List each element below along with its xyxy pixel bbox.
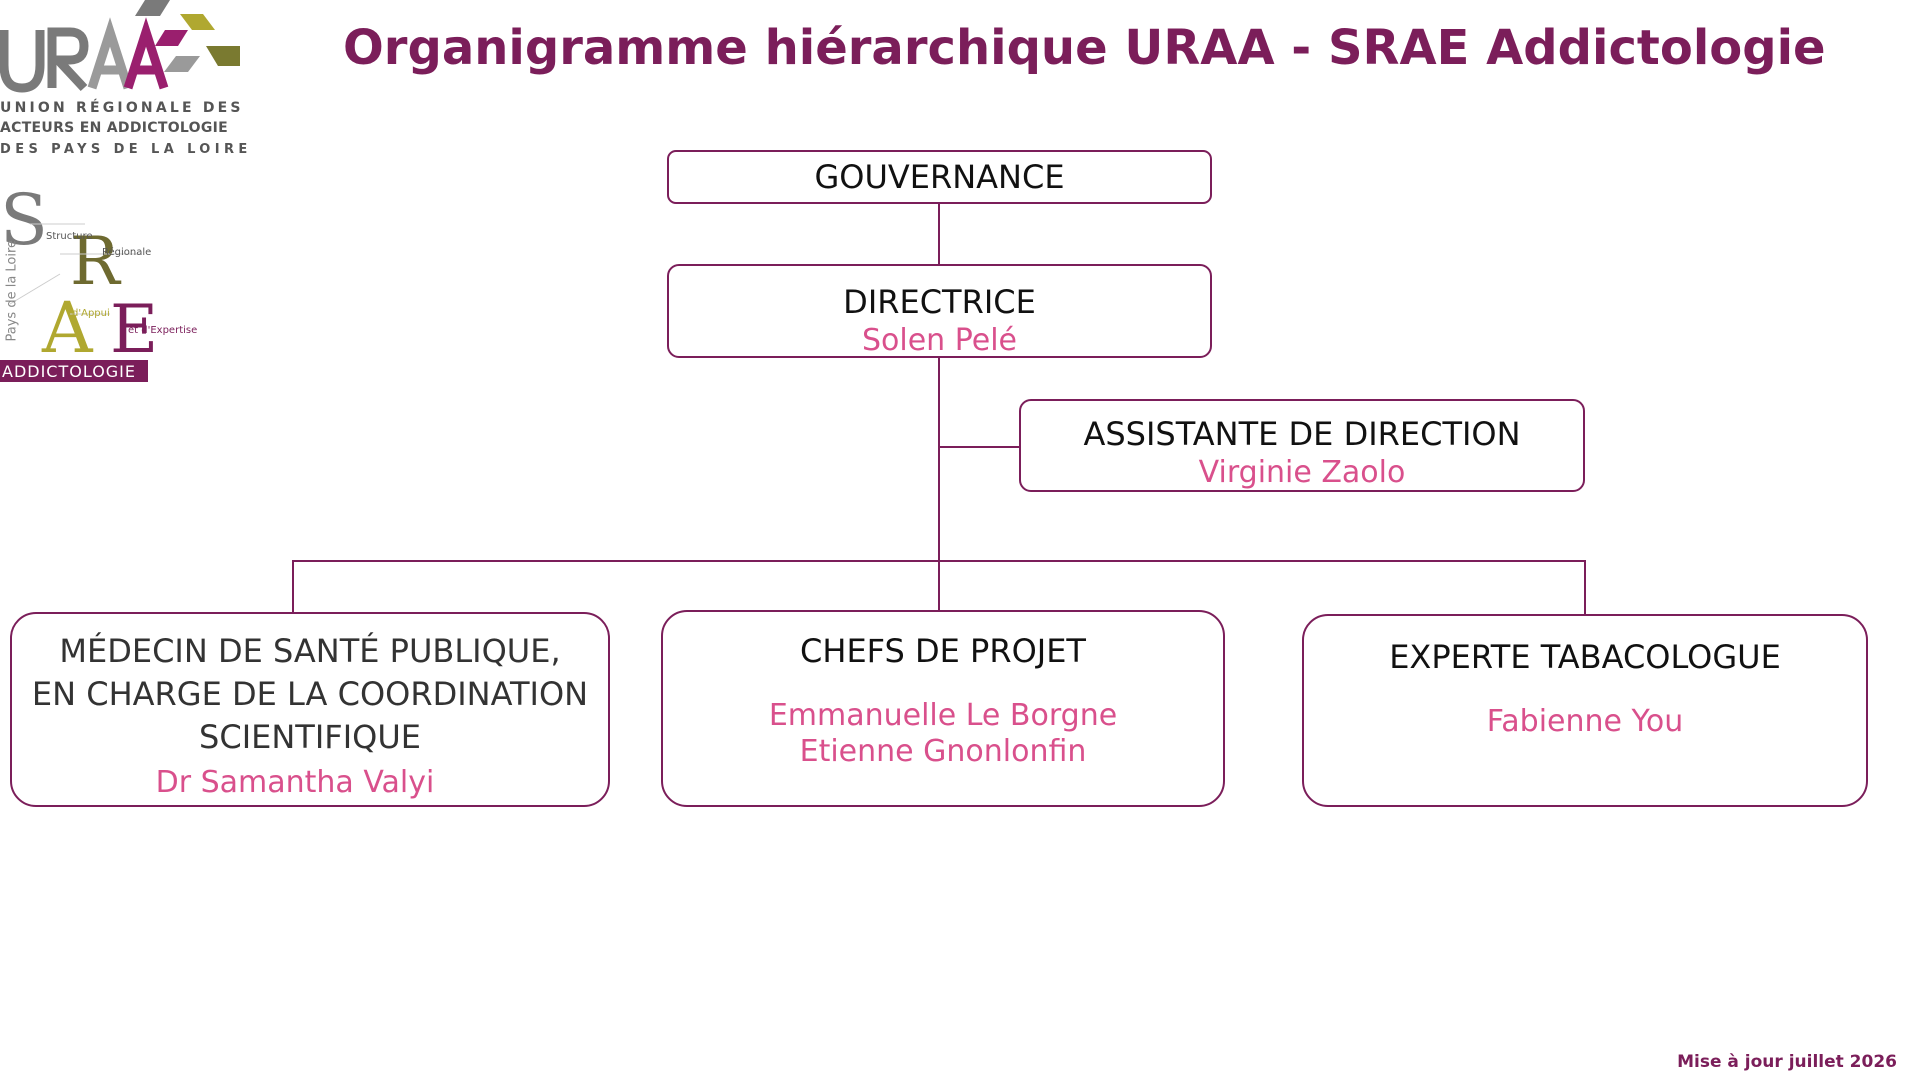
srae-logo-mark: S R A E (0, 179, 158, 382)
chefs-name-1: Emmanuelle Le Borgne (768, 698, 1118, 733)
srae-regionale-label: Régionale (102, 247, 152, 258)
directrice-role: DIRECTRICE (843, 283, 1036, 321)
svg-text:S: S (0, 184, 48, 261)
svg-text:R: R (70, 223, 122, 300)
uraa-line3: DES PAYS DE LA LOIRE (0, 142, 252, 157)
medecin-role-line1: MÉDECIN DE SANTÉ PUBLIQUE, (59, 632, 561, 670)
chefs-box: CHEFS DE PROJET Emmanuelle Le Borgne Eti… (661, 610, 1225, 807)
srae-logo: S R A E Structure Régionale d'Appui et d… (0, 179, 197, 382)
svg-text:E: E (110, 291, 158, 368)
assistant-connector (938, 446, 1020, 448)
directrice-name: Solen Pelé (861, 323, 1017, 358)
directrice-box: DIRECTRICE Solen Pelé (667, 264, 1212, 358)
medecin-connector (292, 560, 294, 612)
medecin-role-line3: SCIENTIFIQUE (199, 718, 421, 756)
uraa-line2: ACTEURS EN ADDICTOLOGIE (0, 120, 228, 136)
assistante-name: Virginie Zaolo (1198, 455, 1406, 490)
page-title: Organigramme hiérarchique URAA - SRAE Ad… (343, 20, 1826, 76)
assistante-role: ASSISTANTE DE DIRECTION (1083, 415, 1521, 453)
uraa-logo-mark (0, 0, 240, 93)
chefs-role: CHEFS DE PROJET (800, 632, 1086, 670)
experte-role: EXPERTE TABACOLOGUE (1389, 638, 1781, 676)
experte-name: Fabienne You (1486, 704, 1684, 739)
srae-banner: ADDICTOLOGIE (2, 362, 137, 381)
srae-region-label: Pays de la Loire (4, 239, 20, 342)
gouvernance-box: GOUVERNANCE (667, 150, 1212, 204)
assistante-box: ASSISTANTE DE DIRECTION Virginie Zaolo (1019, 399, 1585, 492)
experte-box: EXPERTE TABACOLOGUE Fabienne You (1302, 614, 1868, 807)
srae-structure-label: Structure (46, 231, 93, 242)
medecin-name: Dr Samantha Valyi (155, 765, 435, 800)
uraa-logo: UNION RÉGIONALE DES ACTEURS EN ADDICTOLO… (0, 0, 250, 160)
srae-expertise-label: et d'Expertise (128, 325, 198, 336)
svg-text:A: A (41, 287, 94, 369)
srae-appui-label: d'Appui (72, 308, 110, 319)
experte-connector (1584, 560, 1586, 614)
uraa-line1: UNION RÉGIONALE DES (0, 100, 244, 116)
medecin-box: MÉDECIN DE SANTÉ PUBLIQUE, EN CHARGE DE … (10, 612, 610, 807)
chefs-name-2: Etienne Gnonlonfin (799, 734, 1087, 769)
gouvernance-role: GOUVERNANCE (814, 158, 1065, 196)
medecin-role-line2: EN CHARGE DE LA COORDINATION (31, 675, 589, 713)
main-vertical-connector (938, 202, 940, 610)
horizontal-connector (292, 560, 1586, 562)
update-date: Mise à jour juillet 2026 (1677, 1052, 1897, 1072)
